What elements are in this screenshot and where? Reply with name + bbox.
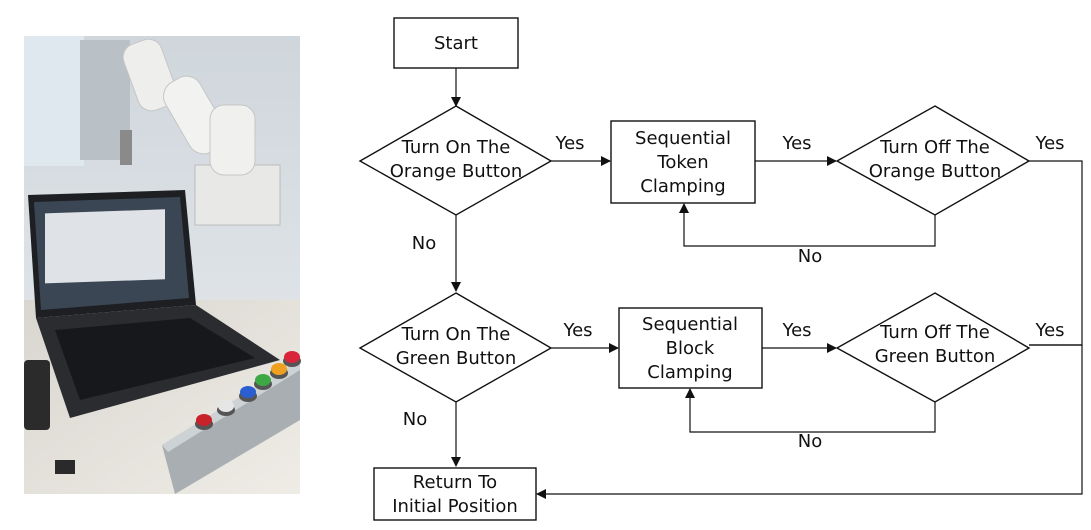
orange-off-label-2: Orange Button — [869, 161, 1002, 182]
green-off-diamond — [835, 292, 1031, 403]
laptop-icon — [28, 190, 280, 418]
arrow-green-off-no — [685, 388, 936, 433]
colored-button-6 — [284, 351, 300, 363]
edge-label-orange-off-yes: Yes — [1034, 133, 1064, 154]
green-off-label-2: Green Button — [875, 346, 996, 367]
block-label-2: Block — [666, 338, 715, 359]
token-label-1: Sequential — [635, 128, 731, 149]
edge-label-green-off-yes: Yes — [1034, 320, 1064, 341]
start-box — [393, 17, 519, 69]
edge-label-green-yes: Yes — [562, 320, 592, 341]
robot-arm-icon — [120, 38, 256, 176]
connectors — [451, 68, 1083, 499]
arrow-green-off-yes — [536, 344, 1083, 499]
edge-label-token-yes: Yes — [781, 133, 811, 154]
green-off-label-1: Turn Off The — [879, 322, 990, 343]
window — [24, 36, 84, 166]
orange-on-label-1: Turn On The — [401, 137, 511, 158]
return-label-2: Initial Position — [392, 496, 518, 517]
block-label-1: Sequential — [642, 314, 738, 335]
usb-dongle-icon — [55, 460, 75, 474]
colored-button-4 — [255, 374, 271, 386]
orange-off-diamond — [835, 105, 1031, 216]
green-on-label-2: Green Button — [396, 348, 517, 369]
green-on-label-1: Turn On The — [401, 324, 511, 345]
colored-button-5 — [271, 363, 287, 375]
robot-lab-photo — [24, 36, 301, 494]
edge-label-block-yes: Yes — [781, 320, 811, 341]
arrow-orange-off-no — [679, 203, 936, 247]
edge-label-orange-yes: Yes — [554, 133, 584, 154]
colored-button-1 — [196, 414, 212, 426]
colored-buttons — [195, 351, 301, 430]
token-clamping-box — [610, 120, 756, 204]
colored-button-3 — [240, 386, 256, 398]
edge-label-green-no: No — [403, 409, 427, 430]
phone-icon — [24, 360, 50, 430]
orange-on-diamond — [358, 105, 553, 216]
edge-label-orange-no: No — [412, 233, 436, 254]
return-label-1: Return To — [413, 472, 497, 493]
token-label-2: Token — [656, 152, 708, 173]
token-label-3: Clamping — [640, 176, 725, 197]
return-box — [373, 467, 537, 521]
edge-label-green-off-no: No — [798, 431, 822, 452]
block-clamping-box — [618, 307, 763, 389]
orange-off-label-1: Turn Off The — [879, 137, 990, 158]
orange-on-label-2: Orange Button — [390, 161, 523, 182]
green-on-diamond — [358, 292, 553, 403]
block-label-3: Clamping — [647, 362, 732, 383]
edge-label-orange-off-no: No — [798, 246, 822, 267]
colored-button-2 — [218, 400, 234, 412]
start-label: Start — [434, 33, 478, 54]
line-orange-off-yes — [1029, 160, 1083, 346]
